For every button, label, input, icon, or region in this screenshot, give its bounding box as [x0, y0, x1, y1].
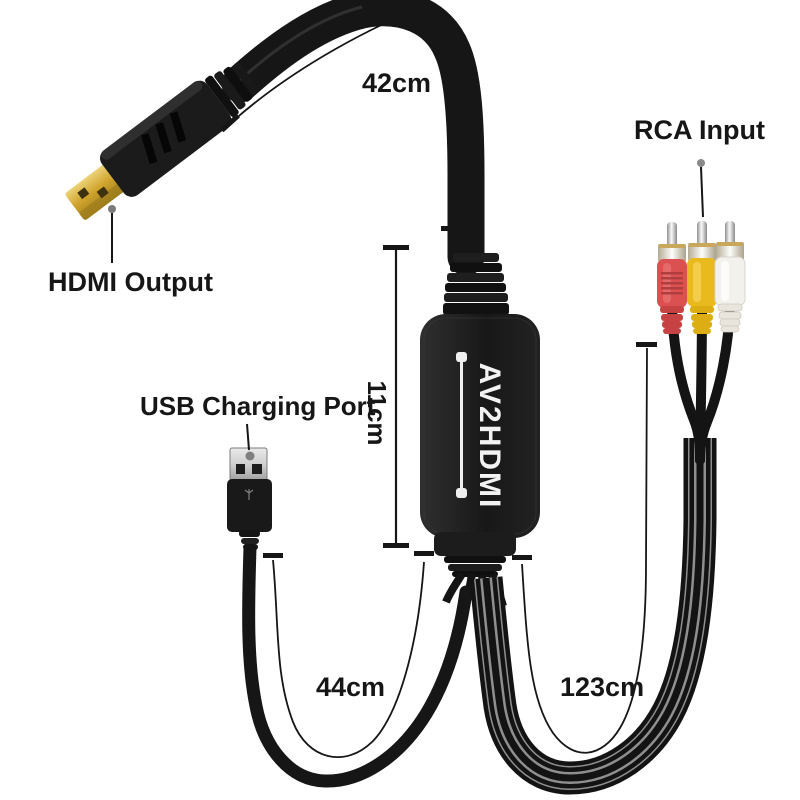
- device-model-text: AV2HDMI: [473, 362, 506, 510]
- measurement-11cm: [383, 245, 409, 548]
- rca-strain-relief: [717, 303, 743, 333]
- rca-plug-red: [657, 222, 687, 334]
- measurement-42cm: [220, 4, 461, 231]
- label-hdmi-cable-length: 42cm: [362, 68, 432, 98]
- pointer-rca-input: [697, 159, 705, 218]
- hdmi-connector: [65, 62, 260, 220]
- hdmi-cable: [221, 0, 485, 276]
- hdmi-strain-relief: [205, 62, 260, 118]
- converter-box: [420, 314, 540, 538]
- measurement-44cm: [263, 551, 434, 758]
- label-hdmi-output: HDMI Output: [48, 267, 213, 297]
- rca-strain-relief: [660, 306, 684, 334]
- pointer-hdmi-output: [108, 205, 116, 263]
- usb-connector: [227, 447, 272, 550]
- hdmi-grip-ridges: [140, 111, 187, 165]
- converter-top-strain-relief: [443, 253, 509, 315]
- rca-pin: [725, 221, 735, 248]
- rca-cable-bundle: [469, 438, 717, 795]
- usb-logo: [244, 489, 254, 500]
- rca-pin: [697, 221, 707, 249]
- pointer-usb-port: [245, 423, 255, 461]
- label-converter-length: 11cm: [362, 380, 392, 446]
- rca-strain-relief: [690, 306, 714, 334]
- converter-slider-graphic: [456, 352, 467, 498]
- usb-plug-body: [227, 479, 272, 532]
- hdmi-gold-tip: [65, 163, 126, 220]
- measurement-123cm: [512, 342, 657, 754]
- usb-cable: [242, 541, 473, 788]
- label-usb-charging-port: USB Charging Port: [140, 391, 376, 421]
- label-usb-cable-length: 44cm: [316, 672, 386, 702]
- rca-pin: [667, 222, 677, 250]
- label-rca-input: RCA Input: [634, 115, 765, 145]
- rca-plug-white: [714, 221, 746, 333]
- usb-ferrule: [239, 530, 260, 550]
- converter-bottom-strain-relief: [434, 532, 516, 577]
- rca-plug-yellow: [687, 221, 717, 334]
- label-rca-cable-length: 123cm: [560, 672, 645, 702]
